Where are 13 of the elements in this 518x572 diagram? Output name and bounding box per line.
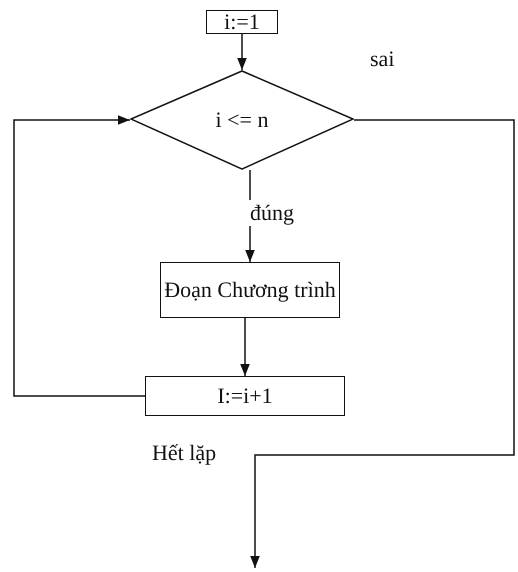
arrow (250, 119, 515, 568)
arrow (13, 115, 145, 397)
node-text: I:=i+1 (217, 383, 273, 409)
process-box (160, 262, 340, 318)
decision-diamond (130, 70, 354, 170)
node-text: i <= n (216, 107, 268, 133)
node-text: Đoạn Chương trình (164, 277, 336, 303)
edge-label: đúng (248, 200, 296, 226)
arrow (240, 318, 250, 376)
process-box (206, 10, 278, 34)
arrow (237, 34, 247, 70)
process-box (145, 376, 345, 416)
node-text: i:=1 (224, 9, 260, 35)
